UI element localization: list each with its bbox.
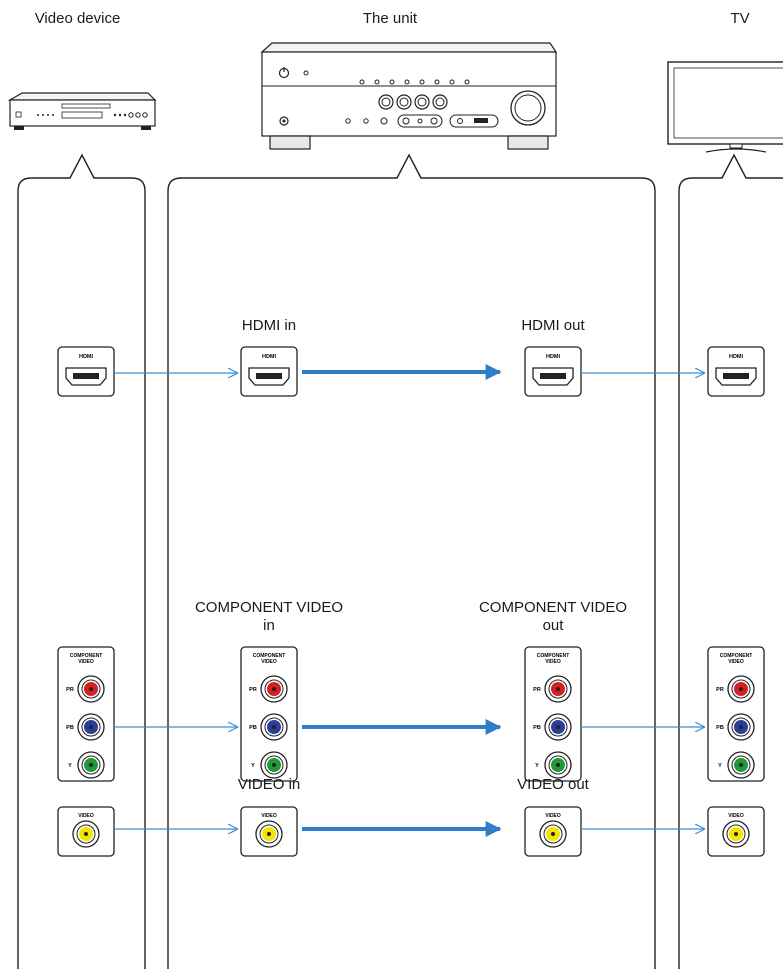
video-device-illustration (7, 92, 157, 130)
unit-panel (167, 153, 656, 969)
component-in-label: COMPONENT VIDEO in (169, 599, 369, 635)
video-in-jack: VIDEO (240, 806, 298, 857)
video-jack-video-device: VIDEO (57, 806, 115, 857)
video-out-label: VIDEO out (517, 776, 589, 793)
svg-text:VIDEO: VIDEO (78, 813, 94, 819)
svg-text:HDMI: HDMI (262, 354, 277, 360)
svg-text:HDMI: HDMI (546, 354, 561, 360)
svg-text:Y: Y (68, 763, 72, 769)
svg-text:PR: PR (249, 687, 257, 693)
video-in-label: VIDEO in (237, 776, 301, 793)
component-out-jack: COMPONENT VIDEO PR PB Y (524, 646, 582, 782)
tv-illustration (667, 61, 783, 153)
svg-text:PR: PR (66, 687, 74, 693)
svg-text:Y: Y (718, 763, 722, 769)
svg-text:Y: Y (251, 763, 255, 769)
svg-text:PR: PR (716, 687, 724, 693)
component-jack-video-device: COMPONENT VIDEO PR PB Y (57, 646, 115, 782)
svg-text:COMPONENT: COMPONENT (253, 653, 286, 659)
component-out-label: COMPONENT VIDEO out (453, 599, 653, 635)
svg-text:VIDEO: VIDEO (261, 813, 277, 819)
component-in-label-line2: in (263, 617, 275, 634)
video-device-panel (17, 153, 146, 969)
component-jack-tv: COMPONENT VIDEO PR PB Y (707, 646, 765, 782)
hdmi-out-label: HDMI out (521, 317, 585, 334)
svg-text:VIDEO: VIDEO (728, 813, 744, 819)
component-in-jack: COMPONENT VIDEO PR PB Y (240, 646, 298, 782)
svg-text:HDMI: HDMI (729, 354, 744, 360)
component-in-label-line1: COMPONENT VIDEO (194, 599, 344, 616)
unit-title: The unit (362, 10, 418, 27)
svg-text:PB: PB (249, 725, 257, 731)
svg-text:PB: PB (716, 725, 724, 731)
svg-text:COMPONENT: COMPONENT (70, 653, 103, 659)
component-out-label-line2: out (542, 617, 564, 634)
hdmi-out-jack: HDMI (524, 346, 582, 397)
svg-text:PR: PR (533, 687, 541, 693)
hdmi-jack-tv: HDMI (707, 346, 765, 397)
svg-text:VIDEO: VIDEO (78, 659, 94, 665)
svg-text:PB: PB (66, 725, 74, 731)
svg-text:COMPONENT: COMPONENT (537, 653, 570, 659)
unit-illustration (260, 42, 558, 150)
svg-text:PB: PB (533, 725, 541, 731)
hdmi-in-label: HDMI in (241, 317, 297, 334)
hdmi-in-jack: HDMI (240, 346, 298, 397)
svg-text:COMPONENT: COMPONENT (720, 653, 753, 659)
svg-text:VIDEO: VIDEO (545, 813, 561, 819)
svg-text:VIDEO: VIDEO (728, 659, 744, 665)
video-jack-tv: VIDEO (707, 806, 765, 857)
tv-title: TV (730, 10, 750, 27)
tv-panel (678, 153, 783, 969)
hdmi-jack-video-device: HDMI (57, 346, 115, 397)
video-device-title: Video device (34, 10, 121, 27)
svg-text:HDMI: HDMI (79, 354, 94, 360)
svg-text:VIDEO: VIDEO (545, 659, 561, 665)
video-out-jack: VIDEO (524, 806, 582, 857)
component-out-label-line1: COMPONENT VIDEO (478, 599, 628, 616)
svg-text:VIDEO: VIDEO (261, 659, 277, 665)
svg-text:Y: Y (535, 763, 539, 769)
